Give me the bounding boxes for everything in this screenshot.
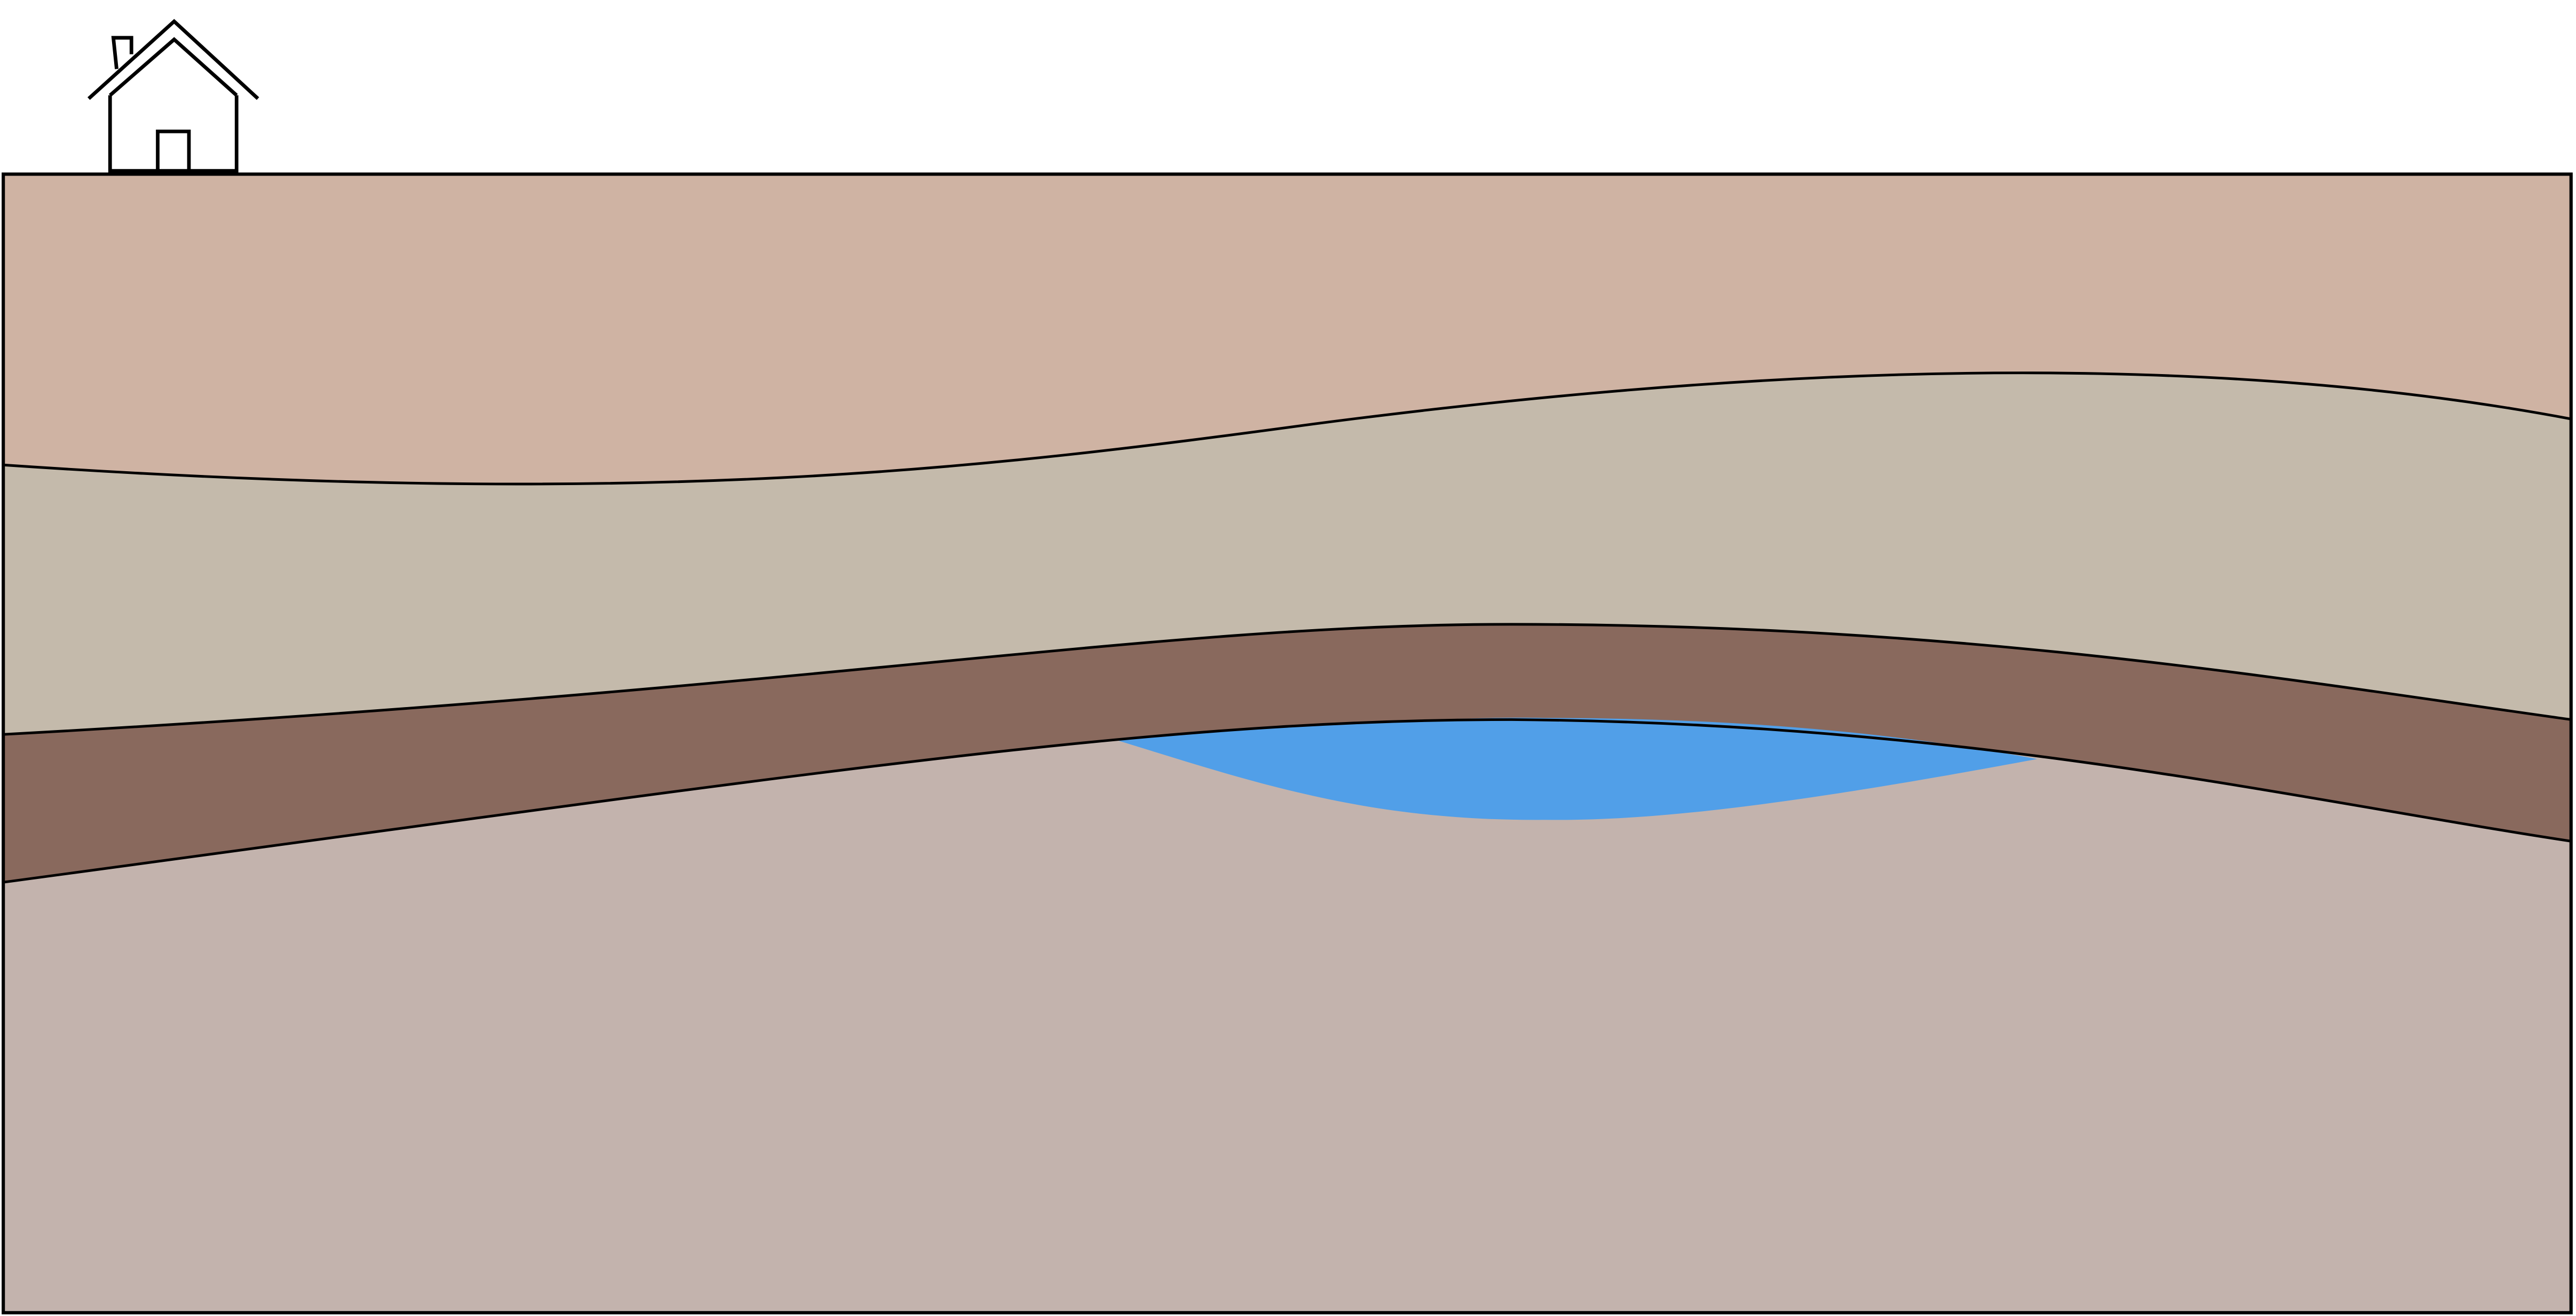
confining-layer	[3, 624, 2571, 883]
house-chimney	[111, 36, 133, 69]
house-walls	[108, 95, 239, 173]
house-roof-outer	[87, 19, 259, 100]
section-border	[2, 172, 2573, 1314]
topsoil-layer	[3, 174, 2571, 485]
house-door	[156, 129, 191, 171]
upper-stratum-layer	[3, 372, 2571, 735]
house-icon	[87, 19, 259, 173]
confining-top-boundary-line	[3, 623, 2572, 736]
groundwater-pocket	[1114, 717, 2038, 820]
topsoil-boundary-line	[3, 371, 2572, 486]
house-roof-inner	[109, 37, 238, 97]
stratum-boundaries	[3, 371, 2572, 884]
confining-bottom-boundary-line	[3, 718, 2572, 884]
